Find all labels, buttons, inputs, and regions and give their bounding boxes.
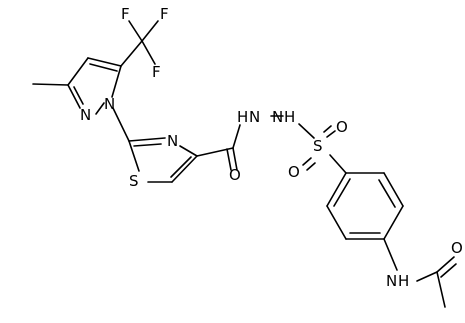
bond-pz-c3-n2-double — [73, 86, 84, 105]
bond-pz-n1-c5 — [111, 65, 122, 98]
nitrogen-label: N — [272, 108, 283, 126]
bond-carbonyl-o — [232, 147, 238, 171]
bond-pz-c3-n2 — [67, 84, 81, 109]
hydrazide-linker — [196, 115, 315, 171]
thiazole-ring — [128, 137, 198, 183]
bond-cf-top-left — [128, 20, 143, 42]
bond-carbonyl-o-double — [226, 148, 232, 171]
bond-bz-3-4 — [383, 205, 404, 240]
bond-pz-n2-n1 — [95, 102, 105, 115]
bond-tz-n3-c4 — [179, 145, 198, 157]
bond-tz-s1-c2 — [128, 140, 140, 172]
bond-bz-6-1-double — [333, 178, 351, 207]
nitrogen-label: N — [80, 106, 91, 124]
bond-s-o-left-double — [306, 162, 316, 171]
bond-bz-2-3-double — [378, 179, 396, 208]
nitrogen-label: N — [386, 272, 397, 290]
hydrogen-label: H — [237, 108, 248, 126]
benzene-ring — [326, 172, 404, 240]
bond-bz-5-6 — [326, 205, 347, 240]
nitrogen-label: N — [104, 95, 115, 113]
bond-pz-c5-c4 — [87, 57, 122, 67]
sulfur-label: S — [129, 172, 139, 190]
hydrogen-label: H — [398, 272, 409, 290]
acetamide-group — [383, 238, 457, 308]
bond-cf-right — [141, 40, 156, 65]
hydrogen-label: H — [284, 108, 295, 126]
bond-n-sulfonyl — [298, 123, 315, 139]
sulfonyl-group — [302, 125, 347, 174]
fluorine-label: F — [152, 63, 161, 81]
oxygen-label: O — [288, 163, 300, 181]
nitrogen-label: N — [249, 108, 260, 126]
bond-pz-methyl — [32, 83, 69, 86]
atom-labels: F F F N N N S H N N H O S O O N H O — [80, 5, 463, 290]
bond-s-o-right — [326, 130, 336, 138]
bond-bz-2-3 — [383, 172, 404, 207]
fluorine-label: F — [121, 5, 130, 23]
oxygen-label: O — [336, 118, 348, 136]
bond-carbonyl-oxygen — [436, 256, 455, 273]
bond-bz-6-1 — [326, 172, 347, 207]
bond-acetyl-methyl — [436, 271, 446, 308]
bond-carbonyl-n — [232, 124, 241, 149]
bond-tz-c4-c5 — [171, 155, 198, 183]
sulfur-label: S — [313, 137, 323, 155]
oxygen-label: O — [451, 239, 463, 257]
bond-s-o-right-double — [323, 125, 332, 133]
trifluoromethyl-group — [120, 20, 159, 67]
bond-tz-c2-n3 — [128, 137, 166, 142]
nitrogen-label: N — [167, 132, 178, 150]
fluorine-label: F — [160, 5, 169, 23]
bond-carbonyl-oxygen-double — [440, 263, 457, 278]
bond-tz-c4-c5-double — [170, 156, 192, 178]
bond-s-o-left — [302, 157, 312, 166]
bond-tz-c2-n3-double — [133, 143, 162, 147]
bond-s-aryl — [329, 154, 347, 174]
bond-pz-c5-c4-double — [89, 63, 118, 72]
bond-cf-top-right — [141, 20, 159, 42]
bond-nh-carbonyl — [416, 271, 438, 282]
oxygen-label: O — [229, 166, 241, 184]
bond-aryl-nh — [383, 238, 398, 271]
bond-pz-c4-c3 — [67, 57, 89, 86]
bond-c-cf3-ring — [120, 40, 143, 67]
pyrazole-ring — [32, 57, 122, 115]
bond-n1-thiazole — [112, 107, 130, 142]
